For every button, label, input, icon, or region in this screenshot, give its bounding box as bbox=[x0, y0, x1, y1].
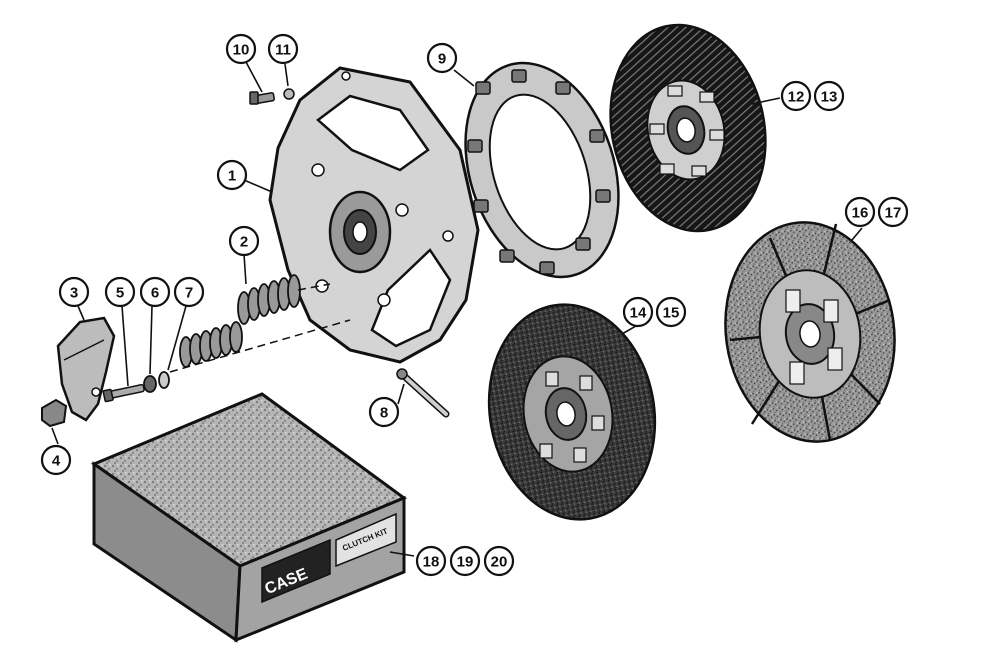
pressure-plate bbox=[464, 61, 620, 279]
svg-text:16: 16 bbox=[852, 205, 869, 222]
callout-12: 12 bbox=[780, 80, 812, 112]
svg-text:10: 10 bbox=[233, 42, 250, 59]
callout-13: 13 bbox=[813, 80, 845, 112]
svg-text:18: 18 bbox=[423, 554, 440, 571]
bolt-10 bbox=[249, 91, 275, 105]
callout-1: 1 bbox=[216, 159, 248, 191]
leader-lines bbox=[51, 61, 863, 557]
callout-18: 18 bbox=[415, 545, 447, 577]
callout-17: 17 bbox=[877, 196, 909, 228]
callout-3: 3 bbox=[58, 276, 90, 308]
washer-11 bbox=[283, 88, 295, 100]
svg-text:19: 19 bbox=[457, 554, 474, 571]
svg-text:12: 12 bbox=[788, 89, 805, 106]
callout-15: 15 bbox=[655, 296, 687, 328]
flat-washer bbox=[158, 371, 170, 389]
callout-16: 16 bbox=[844, 196, 876, 228]
svg-text:15: 15 bbox=[663, 305, 680, 322]
svg-text:11: 11 bbox=[275, 42, 291, 59]
svg-text:8: 8 bbox=[380, 405, 388, 422]
callout-5: 5 bbox=[104, 276, 136, 308]
svg-text:17: 17 bbox=[885, 205, 902, 222]
callout-11: 11 bbox=[267, 33, 299, 65]
driven-disc-woven bbox=[487, 303, 657, 521]
svg-text:1: 1 bbox=[228, 168, 236, 185]
callout-10: 10 bbox=[225, 33, 257, 65]
callout-6: 6 bbox=[139, 276, 171, 308]
callout-20: 20 bbox=[483, 545, 515, 577]
clutch-housing bbox=[268, 66, 480, 364]
release-lever bbox=[56, 316, 116, 422]
adjusting-screw bbox=[102, 383, 145, 403]
eyebolt-pin bbox=[396, 368, 450, 418]
callout-8: 8 bbox=[368, 396, 400, 428]
callout-19: 19 bbox=[449, 545, 481, 577]
svg-text:3: 3 bbox=[70, 285, 78, 302]
svg-text:2: 2 bbox=[240, 234, 248, 251]
pressure-springs bbox=[169, 274, 351, 373]
callout-14: 14 bbox=[622, 296, 654, 328]
lever-block bbox=[41, 398, 68, 428]
callout-7: 7 bbox=[173, 276, 205, 308]
lock-nut bbox=[143, 375, 157, 393]
svg-text:13: 13 bbox=[821, 89, 838, 106]
svg-text:7: 7 bbox=[185, 285, 193, 302]
svg-text:20: 20 bbox=[491, 554, 508, 571]
clutch-kit-box: CASE CLUTCH KIT bbox=[90, 392, 408, 643]
callout-4: 4 bbox=[40, 444, 72, 476]
driven-disc-segmented bbox=[724, 221, 896, 443]
svg-text:5: 5 bbox=[116, 285, 124, 302]
svg-text:4: 4 bbox=[52, 453, 61, 470]
driven-disc-dark bbox=[609, 23, 767, 233]
callout-2: 2 bbox=[228, 225, 260, 257]
callout-9: 9 bbox=[426, 42, 458, 74]
svg-text:6: 6 bbox=[151, 285, 159, 302]
svg-text:14: 14 bbox=[630, 305, 647, 322]
svg-text:9: 9 bbox=[438, 51, 446, 68]
